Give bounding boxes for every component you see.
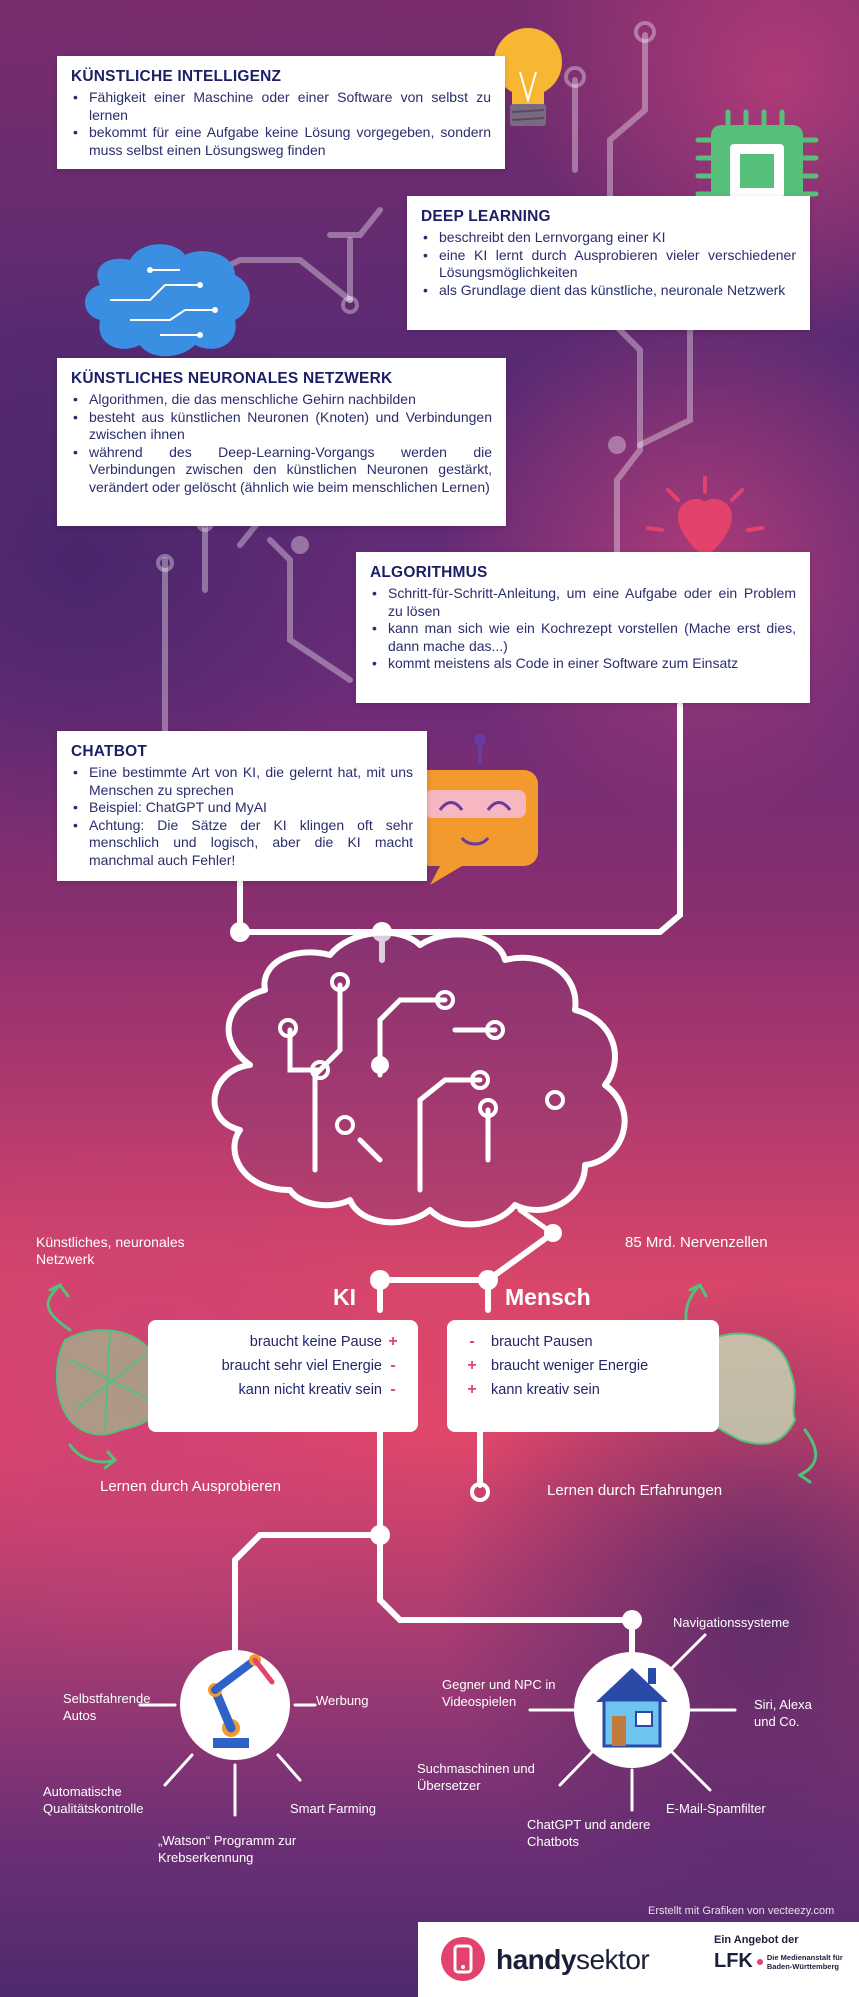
card-deep-learning: DEEP LEARNING beschreibt den Lernvorgang… (407, 196, 810, 330)
ki-compare-box: braucht keine Pause + braucht sehr viel … (148, 1320, 418, 1432)
use-watson: „Watson“ Programm zur Krebserkennung (158, 1833, 297, 1865)
lfk-sub1: Die Medienanstalt für (766, 1952, 843, 1962)
card-kuenstliches-neuronales-netzwerk: KÜNSTLICHES NEURONALES NETZWERK Algorith… (57, 358, 506, 526)
offer-text: Ein Angebot der (714, 1934, 799, 1946)
footer: handysektor Ein Angebot der LFK Die Medi… (418, 1922, 859, 1997)
robot-head-icon (55, 1329, 163, 1436)
circuit-brain-icon (85, 244, 250, 357)
card-chatbot: CHATBOT Eine bestimmte Art von KI, die g… (57, 731, 427, 881)
plus-sign: + (467, 1381, 477, 1398)
use-selbstfahrende-autos: Selbstfahrende Autos (63, 1691, 151, 1723)
card-kuenstliche-intelligenz: KÜNSTLICHE INTELLIGENZ Fähigkeit einer M… (57, 56, 505, 169)
mensch-row: + braucht weniger Energie (461, 1354, 705, 1378)
list-item: besteht aus künstlichen Neuronen (Knoten… (71, 409, 492, 444)
minus-sign: - (390, 1357, 396, 1374)
robot-arm-icon (208, 1654, 275, 1748)
row-text: kann kreativ sein (491, 1382, 600, 1398)
list-item: Beispiel: ChatGPT und MyAI (71, 799, 413, 817)
lfk-subtitle: Die Medienanstalt für Baden-Württemberg (767, 1953, 843, 1971)
credit-text: Erstellt mit Grafiken von vecteezy.com (648, 1905, 835, 1917)
handysektor-logo[interactable]: handysektor (496, 1944, 650, 1976)
list-item: eine KI lernt durch Ausprobieren vieler … (421, 247, 796, 282)
lfk-text: LFK (714, 1950, 753, 1972)
use-suchmaschinen: Suchmaschinen und Übersetzer (417, 1761, 535, 1793)
use-spamfilter: E-Mail-Spamfilter (666, 1801, 766, 1816)
row-text: braucht Pausen (491, 1334, 593, 1350)
logo-rest: sektor (575, 1944, 650, 1975)
card-algorithmus: ALGORITHMUS Schritt-für-Schritt-Anleitun… (356, 552, 810, 703)
ki-note: Künstliches, neuronales Netzwerk (36, 1234, 185, 1267)
mensch-row: - braucht Pausen (461, 1330, 705, 1354)
card-title: DEEP LEARNING (421, 208, 551, 225)
row-text: braucht weniger Energie (491, 1358, 649, 1374)
chatbot-icon (414, 734, 538, 885)
mensch-row: + kann kreativ sein (461, 1378, 705, 1402)
list-item: Fähigkeit einer Maschine oder einer Soft… (71, 89, 491, 124)
list-item: Algorithmen, die das menschliche Gehirn … (71, 391, 492, 409)
ki-row: kann nicht kreativ sein - (162, 1378, 404, 1402)
ki-title: KI (333, 1284, 356, 1310)
list-item: während des Deep-Learning-Vorgangs werde… (71, 444, 492, 497)
use-navigationssysteme: Navigationssysteme (673, 1615, 790, 1630)
lfk-logo[interactable]: LFK Die Medienanstalt für Baden-Württemb… (714, 1950, 843, 1973)
plus-sign: + (388, 1333, 398, 1350)
list-item: Schritt-für-Schritt-Anleitung, um eine A… (370, 585, 796, 620)
use-qualitaetskontrolle: Automatische Qualitätskontrolle (43, 1784, 144, 1816)
logo-bold: handy (496, 1944, 576, 1975)
card-title: KÜNSTLICHES NEURONALES NETZWERK (71, 370, 393, 387)
card-title: ALGORITHMUS (370, 564, 488, 581)
list-item: kann man sich wie ein Kochrezept vorstel… (370, 620, 796, 655)
lfk-dot (756, 1958, 763, 1965)
mensch-note: 85 Mrd. Nervenzellen (625, 1234, 768, 1251)
lfk-sub2: Baden-Württemberg (766, 1961, 839, 1971)
ki-row: braucht sehr viel Energie - (162, 1354, 404, 1378)
card-title: CHATBOT (71, 743, 148, 760)
minus-sign: - (390, 1381, 396, 1398)
use-werbung: Werbung (316, 1693, 369, 1708)
list-item: bekommt für eine Aufgabe keine Lösung vo… (71, 124, 491, 159)
house-icon (596, 1668, 668, 1748)
row-text: braucht sehr viel Energie (221, 1358, 382, 1374)
use-smart-farming: Smart Farming (290, 1801, 376, 1816)
use-videospiele: Gegner und NPC in Videospielen (442, 1677, 556, 1709)
heart-icon (646, 476, 764, 558)
ki-learning-label: Lernen durch Ausprobieren (100, 1478, 281, 1495)
use-chatgpt: ChatGPT und andere Chatbots (527, 1817, 651, 1849)
mensch-compare-box: - braucht Pausen + braucht weniger Energ… (447, 1320, 719, 1432)
plus-sign: + (467, 1357, 477, 1374)
list-item: Eine bestimmte Art von KI, die gelernt h… (71, 764, 413, 799)
list-item: als Grundlage dient das künstliche, neur… (421, 282, 796, 300)
minus-sign: - (469, 1333, 475, 1350)
ki-row: braucht keine Pause + (162, 1330, 404, 1354)
row-text: kann nicht kreativ sein (238, 1382, 382, 1398)
lightbulb-icon (494, 28, 562, 126)
row-text: braucht keine Pause (249, 1334, 382, 1350)
handysektor-logo-icon (441, 1937, 485, 1981)
mensch-title: Mensch (505, 1284, 591, 1310)
mensch-learning-label: Lernen durch Erfahrungen (547, 1482, 723, 1499)
list-item: beschreibt den Lernvorgang einer KI (421, 229, 796, 247)
card-title: KÜNSTLICHE INTELLIGENZ (71, 68, 282, 85)
list-item: Achtung: Die Sätze der KI klingen oft se… (71, 817, 413, 870)
use-sprachassistenten: Siri, Alexa und Co. (754, 1697, 812, 1729)
list-item: kommt meistens als Code in einer Softwar… (370, 655, 796, 673)
